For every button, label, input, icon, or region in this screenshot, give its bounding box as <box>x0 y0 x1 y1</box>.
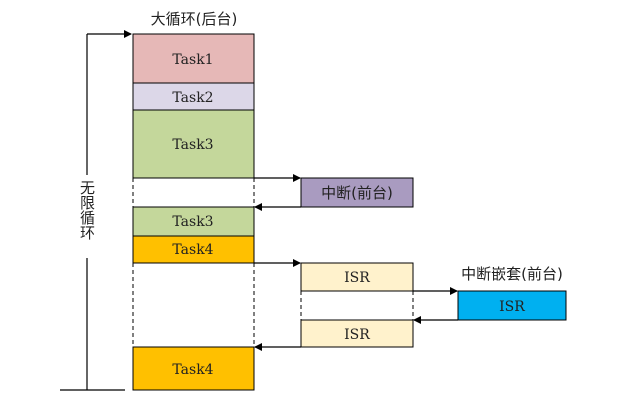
task4-block <box>132 235 255 264</box>
isr-resume-block <box>300 319 414 348</box>
nested-isr-label: ISR <box>499 299 525 315</box>
loop-label: 无限循环 <box>78 180 96 240</box>
task2-label: Task2 <box>172 90 213 106</box>
suspended-gaps <box>132 178 414 347</box>
task3-block <box>132 109 255 179</box>
nested-interrupt-label: 中断嵌套(前台) <box>461 265 563 283</box>
isr-label: ISR <box>344 270 370 286</box>
interrupt-label: 中断(前台) <box>321 184 393 202</box>
isr-resume-label: ISR <box>344 327 370 343</box>
flow-arrows <box>254 174 458 351</box>
task4-label: Task4 <box>172 242 213 258</box>
task3-resume-label: Task3 <box>172 214 213 230</box>
task3-resume-block <box>132 206 255 237</box>
loop-bracket <box>60 30 132 391</box>
nested-isr-block <box>457 290 567 321</box>
isr-block <box>300 262 414 292</box>
task1-block <box>132 33 255 84</box>
title: 大循环(后台) <box>151 10 238 28</box>
task4-resume-label: Task4 <box>172 362 213 378</box>
task3-label: Task3 <box>172 137 213 153</box>
interrupt-block <box>300 177 414 208</box>
task1-label: Task1 <box>172 52 213 68</box>
task4-resume-block <box>132 346 255 391</box>
